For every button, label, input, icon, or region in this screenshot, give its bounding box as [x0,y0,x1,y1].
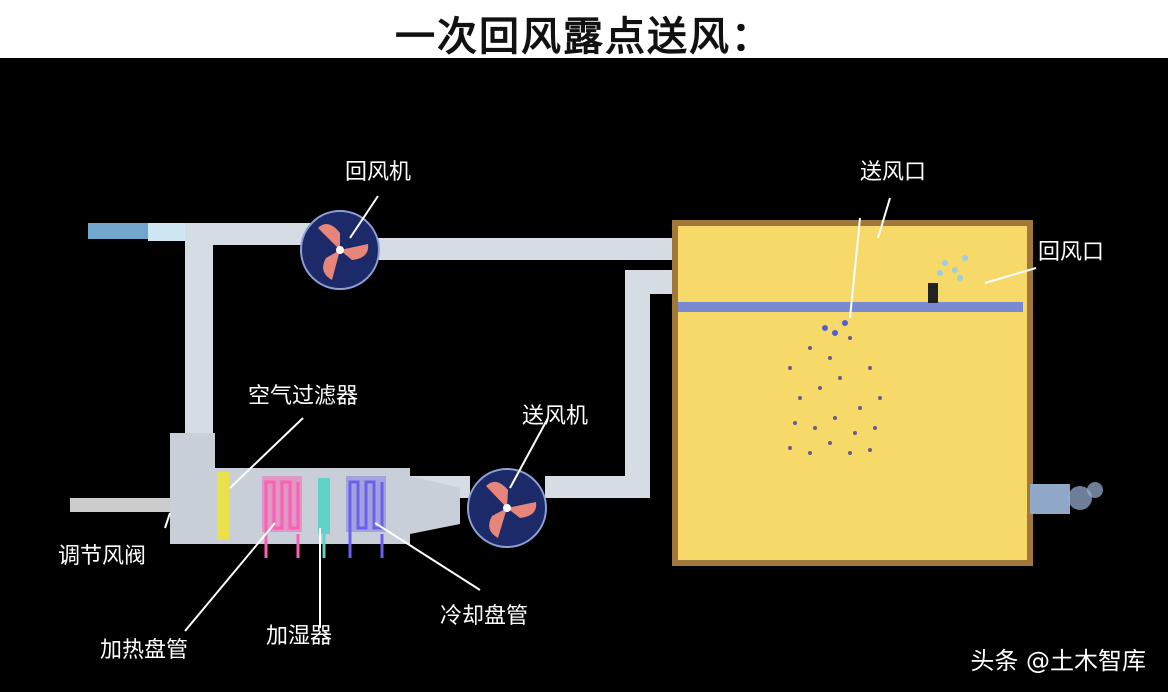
diagram-title: 一次回风露点送风： [395,14,773,60]
supply-diffuser-spray [788,320,882,455]
system-diagram [70,195,1103,632]
label-supply-outlet: 送风口 [860,160,927,185]
air-filter-element [217,472,229,540]
leader-lines [164,195,1037,632]
heating-coil-element [262,476,302,558]
damper-inlet-icon [70,498,170,512]
label-air-filter: 空气过滤器 [248,384,359,409]
supply-fan-icon [467,468,547,548]
label-damper: 调节风阀 [58,544,147,569]
conditioned-room [672,220,1070,566]
fresh-air-inlet-icon [88,223,188,241]
label-heating-coil: 加热盘管 [100,638,189,663]
label-cooling-coil: 冷却盘管 [440,604,529,629]
label-return-inlet: 回风口 [1038,240,1105,265]
diagram-canvas: 回风机 送风口 回风口 空气过滤器 送风机 调节风阀 加热盘管 加湿器 冷却盘管… [0,58,1168,692]
humidifier-element [318,478,330,558]
label-return-fan: 回风机 [345,160,412,185]
exhaust-outlet-icon [1068,482,1103,510]
label-supply-fan: 送风机 [522,404,589,429]
return-grille [928,255,968,303]
return-fan-icon [300,210,380,290]
title-bar: 一次回风露点送风： [0,0,1168,60]
watermark: 头条 @土木智库 [970,647,1146,675]
cooling-coil-element [346,476,386,558]
air-handling-unit [170,433,460,558]
return-air-duct [185,223,677,473]
label-humidifier: 加湿器 [266,624,333,649]
